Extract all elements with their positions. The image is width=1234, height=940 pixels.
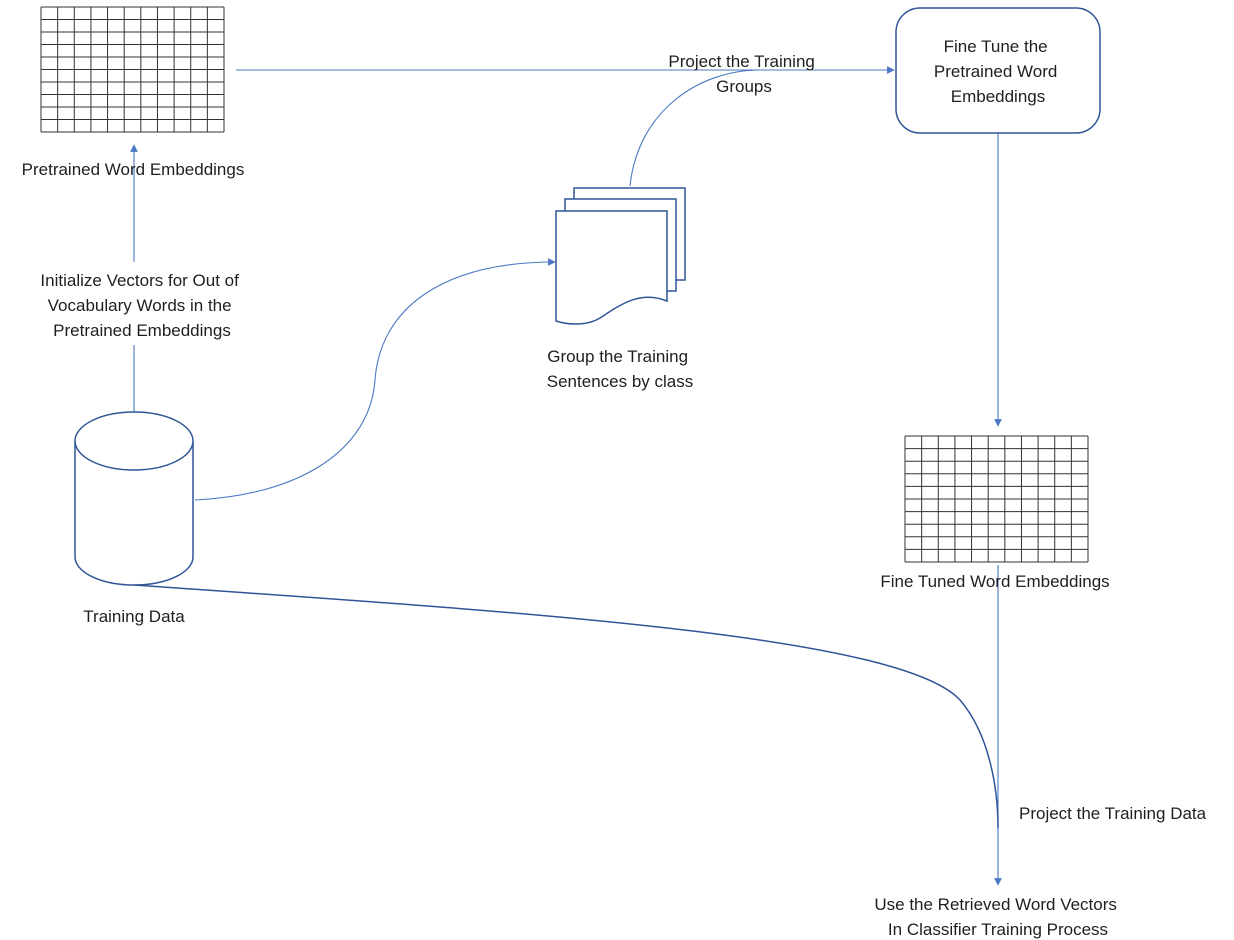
init-vectors-label: Initialize Vectors for Out of Vocabulary… bbox=[40, 271, 243, 340]
classifier-label: Use the Retrieved Word Vectors In Classi… bbox=[874, 895, 1121, 939]
edge-training-to-classifier bbox=[133, 584, 999, 829]
finetune-label: Fine Tune the Pretrained Word Embeddings bbox=[934, 37, 1062, 106]
edge-training-to-documents bbox=[194, 258, 556, 501]
documents-label: Group the Training Sentences by class bbox=[547, 347, 693, 391]
database-cylinder-icon bbox=[74, 411, 194, 586]
edge-documents-to-finetune bbox=[629, 69, 761, 187]
finetuned-grid-icon bbox=[904, 435, 1089, 563]
multiple-documents-icon bbox=[555, 187, 686, 325]
finetune-box bbox=[895, 7, 1101, 134]
finetuned-label: Fine Tuned Word Embeddings bbox=[880, 572, 1109, 591]
project-data-label: Project the Training Data bbox=[1019, 804, 1207, 823]
training-data-label: Training Data bbox=[83, 607, 185, 626]
pretrained-grid-icon bbox=[40, 6, 225, 133]
pretrained-label: Pretrained Word Embeddings bbox=[22, 160, 245, 179]
project-groups-label: Project the Training Groups bbox=[668, 52, 819, 96]
